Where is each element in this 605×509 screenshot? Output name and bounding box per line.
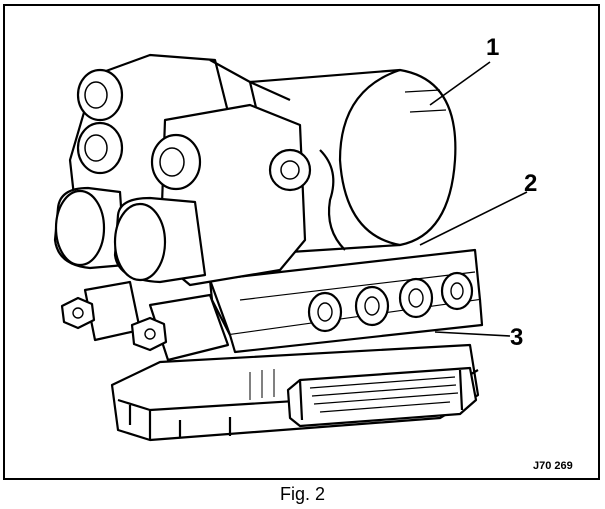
electrical-connector xyxy=(249,366,478,428)
reference-code: J70 269 xyxy=(533,460,573,472)
valve-caps xyxy=(53,68,207,284)
lower-sensors xyxy=(60,280,230,362)
callout-1: 1 xyxy=(486,34,500,61)
port-plugs xyxy=(307,271,474,333)
hydraulic-modulator-illustration xyxy=(53,53,528,442)
figure-caption: Fig. 2 xyxy=(279,484,326,504)
callout-2: 2 xyxy=(524,170,538,197)
callout-3: 3 xyxy=(510,324,524,351)
leader-lines xyxy=(419,61,528,337)
valve-block xyxy=(208,248,484,354)
